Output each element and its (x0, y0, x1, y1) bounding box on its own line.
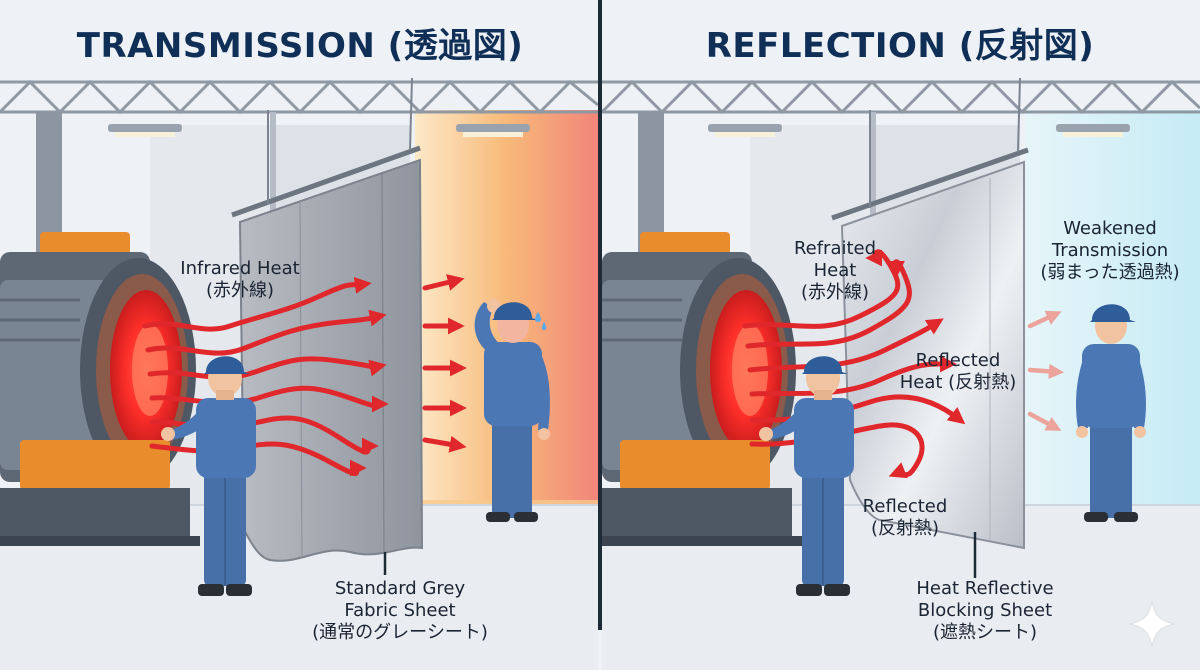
standard-grey-sheet-label: Standard Grey Fabric Sheet (通常のグレーシート) (312, 578, 488, 643)
right-worker-front (759, 356, 854, 596)
reflected-label: Reflected (反射熱) (862, 496, 948, 539)
left-machine (0, 232, 200, 546)
sweat-drop-icon (535, 312, 541, 322)
refraited-heat-label: Refraited Heat (赤外線) (793, 238, 877, 303)
reflection-title: REFLECTION (反射図) (705, 26, 1095, 66)
weakened-transmission-label: Weakened Transmission (弱まった透過熱) (1040, 218, 1180, 283)
right-worker-calm (1076, 304, 1146, 522)
left-worker-hot (474, 299, 550, 522)
reflected-heat-label: Reflected Heat (反射熱) (899, 350, 1017, 393)
sparkle-icon (1129, 601, 1175, 647)
panel-divider (598, 0, 602, 630)
weakened-transmission-arrows (1027, 310, 1065, 431)
heat-reflective-sheet-label: Heat Reflective Blocking Sheet (遮熱シート) (916, 578, 1054, 643)
transmission-title: TRANSMISSION (透過図) (76, 26, 524, 66)
infrared-heat-label: Infrared Heat (赤外線) (180, 258, 300, 301)
left-worker-front (161, 356, 256, 596)
